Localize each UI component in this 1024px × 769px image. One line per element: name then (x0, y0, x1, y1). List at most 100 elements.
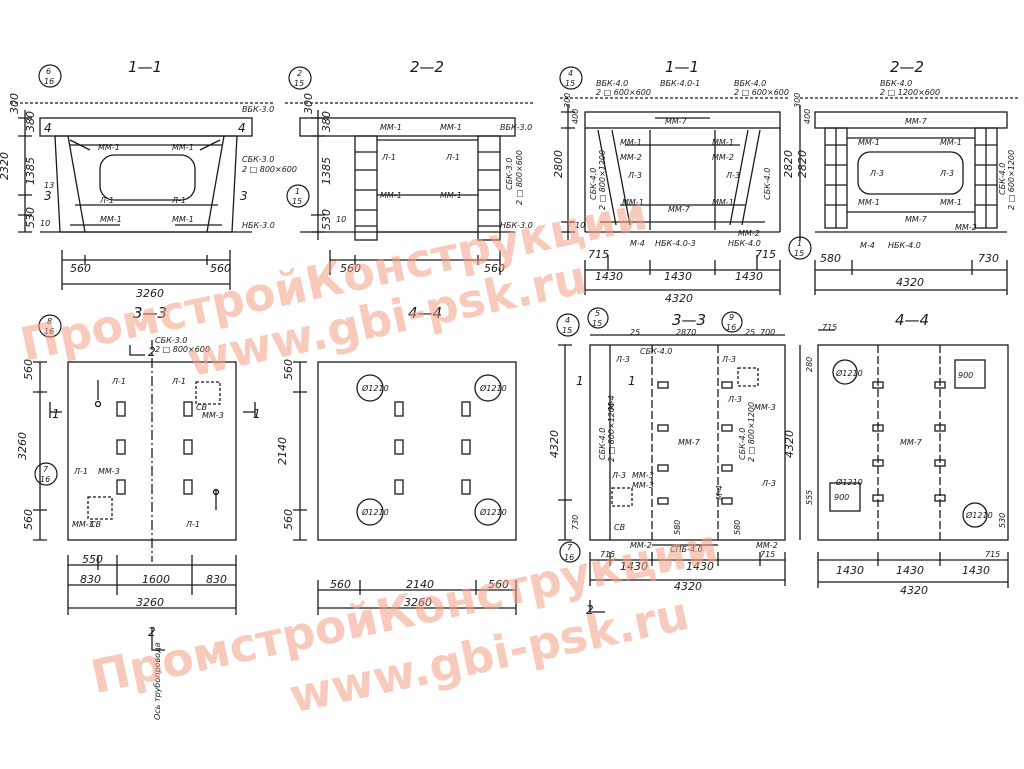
right-section-4-4 (799, 329, 1009, 588)
right-sec44-db1: 1430 (836, 564, 864, 577)
right-sec11-l0: ВБК-4.0 (596, 79, 628, 88)
right-sec33-l21: 1 (576, 374, 584, 388)
right-sec33-c1b: 15 (562, 326, 572, 335)
left-sec44-l1: Ø1210 (479, 383, 507, 393)
left-sec44-dl1: 2140 (276, 437, 289, 465)
left-sec33-l10: Л-1 (185, 520, 200, 529)
left-sec44-db1: 2140 (406, 578, 434, 591)
right-sec11-l14: ММ-1 (712, 198, 734, 207)
right-sec33-db2: 1430 (686, 560, 714, 573)
right-sec33-c1t: 4 (565, 316, 570, 325)
left-sec11-l6: ММ-1 (100, 215, 122, 224)
right-sec33-l8: ММ-7 (678, 438, 701, 447)
left-section-2-2 (285, 102, 535, 275)
right-sec11-l15: СБК-4.0 (589, 168, 598, 200)
left-sec33-l14: 2 (148, 625, 156, 639)
right-sec11-dl3: 300 (563, 93, 572, 108)
left-sec33-l12: 1 (52, 407, 60, 421)
right-sec33-l18: СПБ-4.0 (670, 545, 703, 554)
right-sec33-db4: 4320 (674, 580, 702, 593)
right-sec22-db1: 730 (978, 252, 999, 265)
left-section-3-3 (33, 340, 256, 651)
left-sec11-l10: 4 (44, 121, 52, 135)
left-sec44-db0: 560 (330, 578, 351, 591)
right-section-3-3 (558, 334, 786, 613)
left-section-1-1 (10, 102, 275, 290)
right-sec22-l8: ММ-1 (940, 198, 962, 207)
left-sec22-dim-0: 1385 (320, 157, 333, 185)
left-sec33-l2: Л-1 (111, 377, 126, 386)
right-sec33-db3: 715 (760, 550, 775, 559)
right-sec33-l15: Л-3 (761, 479, 776, 488)
right-sec33-l5: М-4 (607, 395, 616, 410)
right-sec33-title: 3—3 (672, 311, 706, 329)
left-sec33-db2: 1600 (142, 573, 170, 586)
left-sec22-callout-bot: 15 (294, 79, 304, 88)
right-sec11-db1: 715 (755, 248, 776, 261)
left-sec22-callout-top: 2 (297, 69, 302, 78)
right-sec11-l16: 2 □ 800×1200 (598, 150, 607, 210)
right-sec22-l1: 2 □ 1200×600 (880, 88, 940, 97)
right-section-1-1 (560, 97, 790, 295)
left-sec33-l4: ММ-3 (202, 411, 224, 420)
left-sec33-callout2-top: 7 (43, 465, 49, 474)
right-sec44-title: 4—4 (895, 311, 929, 329)
left-sec22-dim-4: 10 (336, 215, 346, 224)
left-sec44-l0: Ø1210 (361, 383, 389, 393)
right-sec22-l7: ММ-1 (858, 198, 880, 207)
left-sec11-dim-5: 10 (40, 219, 50, 228)
right-sec33-l1: Л-3 (615, 355, 630, 364)
right-sec11-l21: ММ-2 (738, 229, 760, 238)
left-sec11-l4: ММ-1 (98, 143, 120, 152)
left-sec11-l2: 2 □ 800×600 (242, 165, 297, 174)
right-sec33-c4b: 16 (564, 553, 574, 562)
left-sec33-db3: 830 (206, 573, 227, 586)
right-sec33-l2: Л-3 (721, 355, 736, 364)
left-sec33-callout-bot: 16 (44, 327, 54, 336)
right-sec33-di1: 580 (733, 520, 742, 535)
right-sec44-l0: Ø1210 (835, 368, 863, 378)
right-sec11-db2: 1430 (595, 270, 623, 283)
right-sec22-l12: М-4 (860, 241, 875, 250)
right-sec11-l20: НБК-4.0 (728, 239, 761, 248)
right-sec22-l2: ММ-7 (905, 117, 928, 126)
right-sec11-l7: ММ-2 (620, 153, 642, 162)
left-sec22-l2: ММ-1 (380, 191, 402, 200)
left-sec11-l12: 3 (44, 189, 52, 203)
left-sec33-l0: СБК-3.0 (155, 336, 187, 345)
right-sec33-c4t: 7 (567, 543, 573, 552)
right-sec22-l0: ВБК-4.0 (880, 79, 912, 88)
right-sec11-dl1: 2800 (552, 150, 565, 178)
right-sec33-l13: ММ-3 (632, 471, 654, 480)
right-sec33-dt0: 25 (630, 328, 640, 337)
left-sec33-l5: СВ (196, 403, 207, 412)
right-sec44-l1: 900 (958, 371, 973, 380)
right-sec44-db3: 1430 (962, 564, 990, 577)
left-sec22-db1: 560 (484, 262, 505, 275)
right-sec33-c2b: 15 (592, 319, 602, 328)
left-sec33-title: 3—3 (133, 304, 167, 322)
right-sec44-db0: 715 (985, 550, 1000, 559)
left-sec33-l3: Л-1 (171, 377, 186, 386)
right-sec11-callout-top: 4 (568, 69, 573, 78)
right-sec11-l1: 2 □ 600×600 (596, 88, 651, 97)
right-sec44-dl1: 280 (805, 357, 814, 372)
left-sec11-l0: ВБК-3.0 (242, 105, 274, 114)
right-sec22-callout-bot: 15 (794, 249, 804, 258)
left-sec11-dim-1: 1385 (24, 157, 37, 185)
right-sec11-dl2: 400 (571, 109, 580, 124)
left-sec22-l5: Л-1 (445, 153, 460, 162)
right-sec11-l4: 2 □ 600×600 (734, 88, 789, 97)
left-sec33-callout2-bot: 16 (40, 475, 50, 484)
left-sec33-l9: СВ (90, 520, 101, 529)
left-sec22-dim-1: 530 (320, 209, 333, 230)
left-sec44-title: 4—4 (408, 304, 442, 322)
left-sec11-l14: 13 (44, 181, 54, 190)
left-sec11-l11: 4 (238, 121, 246, 135)
left-sec22-l8: 2 □ 800×600 (515, 150, 524, 205)
right-sec22-dl1: 400 (803, 109, 812, 124)
left-sec22-dim-2: 380 (320, 111, 333, 132)
right-sec22-l13: НБК-4.0 (888, 241, 921, 250)
left-sec33-axis: Ось трубопровода (153, 642, 162, 720)
right-sec11-dl4: 10 (575, 221, 585, 230)
